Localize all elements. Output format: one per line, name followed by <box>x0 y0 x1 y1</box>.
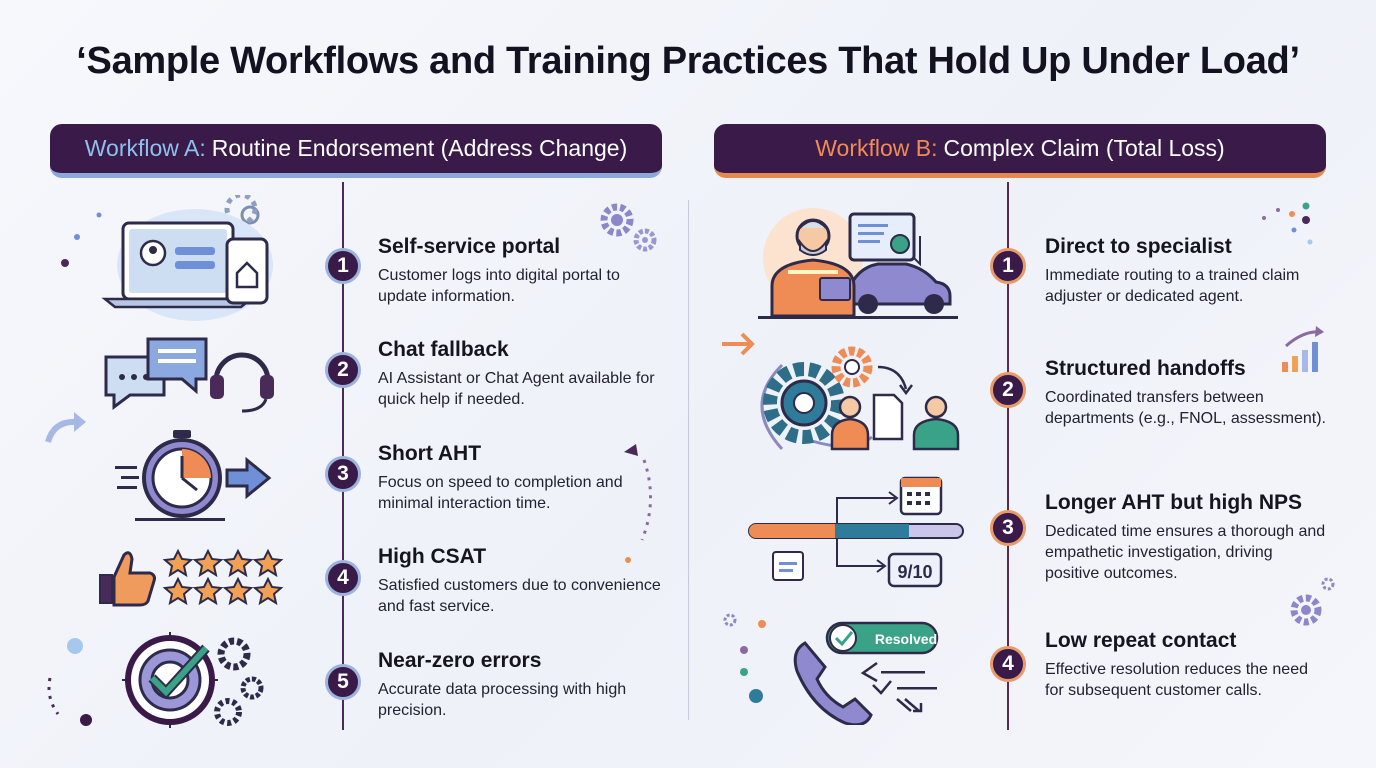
curved-arrow-icon <box>45 412 86 443</box>
portal-laptop-icon <box>61 195 273 321</box>
step-b1: Direct to specialist Immediate routing t… <box>1045 235 1330 307</box>
step-b1-desc: Immediate routing to a trained claim adj… <box>1045 267 1300 305</box>
timeline-score-icon <box>748 476 964 588</box>
step-a2-title: Chat fallback <box>378 338 509 361</box>
stopwatch-icon <box>115 430 272 521</box>
workflow-b-label: Workflow B: <box>815 135 938 161</box>
arrow-right-icon <box>722 332 755 356</box>
scatter-dots-icon <box>723 613 766 703</box>
step-b2-badge: 2 <box>990 372 1026 408</box>
step-b3-badge: 3 <box>990 510 1026 546</box>
bar-growth-icon <box>1282 326 1324 372</box>
step-a5-title: Near-zero errors <box>378 649 542 672</box>
target-check-icon <box>47 632 264 728</box>
step-a4-badge: 4 <box>325 560 361 596</box>
handoff-gears-icon <box>760 346 960 451</box>
step-a3: Short AHT Focus on speed to completion a… <box>378 442 663 514</box>
step-a1-title: Self-service portal <box>378 235 561 258</box>
step-b1-badge: 1 <box>990 248 1026 284</box>
step-a1: Self-service portal Customer logs into d… <box>378 235 663 307</box>
workflow-b-name: Complex Claim (Total Loss) <box>943 135 1225 161</box>
step-a2-desc: AI Assistant or Chat Agent available for… <box>378 370 655 408</box>
adjuster-car-icon <box>758 208 958 319</box>
step-a3-badge: 3 <box>325 456 361 492</box>
step-b3-desc: Dedicated time ensures a thorough and em… <box>1045 523 1326 582</box>
score-label: 9/10 <box>897 561 933 582</box>
step-a4: High CSAT Satisfied customers due to con… <box>378 545 663 617</box>
step-a4-title: High CSAT <box>378 545 487 568</box>
step-a4-desc: Satisfied customers due to convenience a… <box>378 577 661 615</box>
dots-cluster-icon <box>1262 202 1313 245</box>
gears-small-icon <box>1290 577 1335 626</box>
step-b3-title: Longer AHT but high NPS <box>1045 491 1303 514</box>
gears-icon <box>600 203 657 252</box>
step-b4-badge: 4 <box>990 646 1026 682</box>
column-divider <box>688 200 689 720</box>
step-a5-desc: Accurate data processing with high preci… <box>378 681 627 719</box>
step-a5: Near-zero errors Accurate data processin… <box>378 649 663 721</box>
step-a1-badge: 1 <box>325 248 361 284</box>
step-a1-desc: Customer logs into digital portal to upd… <box>378 267 620 305</box>
dotted-path-icon <box>624 444 652 563</box>
step-b2: Structured handoffs Coordinated transfer… <box>1045 357 1330 429</box>
step-a3-title: Short AHT <box>378 442 482 465</box>
page-title: ‘Sample Workflows and Training Practices… <box>76 40 1300 82</box>
step-b1-title: Direct to specialist <box>1045 235 1232 258</box>
step-a5-badge: 5 <box>325 664 361 700</box>
workflow-a-label: Workflow A: <box>84 135 206 161</box>
step-b4-title: Low repeat contact <box>1045 629 1237 652</box>
workflow-a-header: Workflow A: Routine Endorsement (Address… <box>50 124 662 178</box>
step-a2: Chat fallback AI Assistant or Chat Agent… <box>378 338 663 410</box>
step-b3: Longer AHT but high NPS Dedicated time e… <box>1045 491 1330 584</box>
workflow-b-timeline <box>1007 182 1009 730</box>
step-b4: Low repeat contact Effective resolution … <box>1045 629 1330 701</box>
resolved-label: Resolved <box>874 631 938 647</box>
workflow-a-name: Routine Endorsement (Address Change) <box>211 135 628 161</box>
step-b2-desc: Coordinated transfers between department… <box>1045 389 1326 427</box>
step-b4-desc: Effective resolution reduces the need fo… <box>1045 661 1308 699</box>
step-b2-title: Structured handoffs <box>1045 357 1246 380</box>
workflow-b-header: Workflow B: Complex Claim (Total Loss) <box>714 124 1326 178</box>
thumbs-up-stars-icon <box>99 548 284 607</box>
step-a3-desc: Focus on speed to completion and minimal… <box>378 474 623 512</box>
step-a2-badge: 2 <box>325 352 361 388</box>
phone-resolved-icon <box>793 621 939 725</box>
chat-headset-icon <box>104 337 274 413</box>
